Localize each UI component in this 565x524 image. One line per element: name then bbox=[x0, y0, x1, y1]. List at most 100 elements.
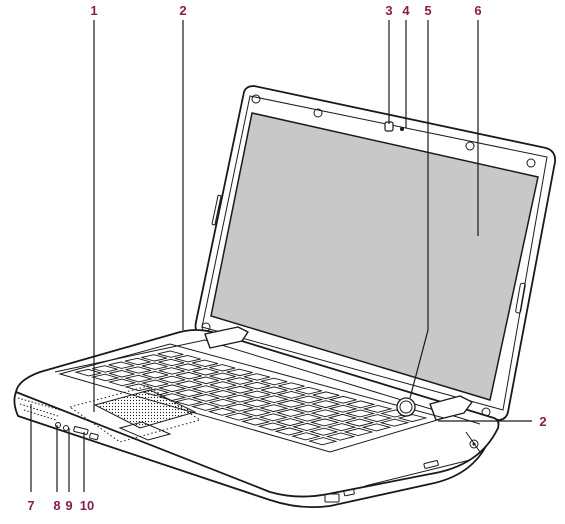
keyboard-key bbox=[192, 368, 219, 376]
keyboard-key bbox=[226, 368, 253, 377]
speaker-grille bbox=[17, 397, 61, 421]
keyboard-key bbox=[242, 390, 271, 399]
keyboard-key bbox=[242, 399, 272, 408]
keyboard-key bbox=[74, 368, 102, 377]
keyboard-key bbox=[209, 372, 236, 381]
callout-5: 5 bbox=[424, 3, 431, 18]
callout-9: 9 bbox=[65, 498, 72, 513]
keyboard-key bbox=[241, 417, 271, 426]
callout-7: 7 bbox=[27, 498, 34, 513]
bezel-screw bbox=[251, 94, 261, 104]
keyboard-key bbox=[293, 404, 324, 413]
keyboard-key bbox=[208, 390, 238, 398]
keyboard-key bbox=[158, 367, 185, 375]
keyboard-key bbox=[278, 382, 305, 390]
keyboard-key bbox=[190, 403, 221, 411]
hinge-left bbox=[204, 326, 249, 349]
keyboard-key bbox=[362, 414, 393, 423]
keyboard-key bbox=[276, 399, 307, 408]
keyboard-key bbox=[259, 395, 289, 403]
keyboard-key bbox=[141, 354, 168, 362]
callout-labels: 1 2 3 4 5 6 2 7 8 9 10 bbox=[27, 3, 546, 513]
keyboard-key bbox=[308, 427, 339, 436]
keyboard-key bbox=[174, 398, 204, 406]
keyboard-key bbox=[241, 408, 272, 417]
keyboard-key bbox=[157, 350, 184, 358]
keyboard-key bbox=[309, 418, 340, 427]
keyboard-key bbox=[209, 381, 237, 389]
keyboard-key bbox=[362, 405, 393, 413]
callout-8: 8 bbox=[53, 498, 60, 513]
keyboard-area bbox=[58, 343, 446, 453]
keyboard-key bbox=[225, 385, 254, 394]
hinge-right bbox=[429, 395, 473, 421]
leader-5 bbox=[409, 20, 429, 399]
bezel-screw bbox=[526, 158, 536, 168]
keyboard-key bbox=[157, 375, 186, 384]
keyboard-key bbox=[174, 355, 201, 363]
callout-2-top: 2 bbox=[179, 3, 186, 18]
keyboard-key bbox=[192, 376, 219, 385]
lcd-screen bbox=[210, 112, 539, 401]
keyboard-key bbox=[226, 377, 254, 385]
keyboard-key bbox=[361, 423, 392, 432]
keyboard-key bbox=[207, 407, 237, 416]
bezel-screw bbox=[465, 141, 475, 151]
keyboard-key bbox=[260, 377, 288, 386]
keyboard-key bbox=[344, 418, 375, 427]
keyboard-key bbox=[225, 394, 255, 403]
keyboard-key bbox=[291, 432, 321, 441]
usb-port-icon bbox=[324, 493, 340, 503]
keyboard-key bbox=[310, 409, 341, 418]
webcam-indicator bbox=[400, 127, 404, 131]
keyboard-key bbox=[208, 398, 238, 407]
keyboard-key bbox=[312, 391, 340, 400]
keyboard-key bbox=[142, 371, 169, 379]
power-jack bbox=[469, 439, 479, 449]
keyboard-key bbox=[175, 371, 202, 380]
front-slot bbox=[89, 432, 99, 441]
keyboard-key bbox=[107, 378, 137, 387]
keyboard-key bbox=[224, 412, 254, 421]
keyboard-key bbox=[140, 379, 169, 388]
keyboard-key bbox=[192, 359, 219, 367]
keyboard-key bbox=[125, 366, 152, 374]
keyboard-key bbox=[124, 357, 151, 366]
keyboard-key bbox=[174, 380, 203, 389]
keyboard-key bbox=[90, 373, 120, 382]
callout-1: 1 bbox=[90, 3, 97, 18]
display-lid bbox=[194, 85, 556, 421]
keyboard-key bbox=[257, 422, 288, 431]
callout-10: 10 bbox=[80, 498, 94, 513]
laptop-base bbox=[13, 326, 500, 509]
keyboard-key bbox=[191, 394, 221, 402]
keyboard-key bbox=[259, 404, 289, 413]
keyboard-key bbox=[345, 400, 376, 409]
touchpad-buttons bbox=[118, 421, 172, 441]
keyboard-keys bbox=[74, 350, 428, 446]
keyboard-key bbox=[327, 404, 358, 413]
keyboard-key bbox=[175, 363, 202, 371]
keyboard-key bbox=[158, 358, 185, 367]
keyboard-key bbox=[325, 432, 356, 441]
keyboard-key bbox=[328, 395, 357, 404]
card-slot bbox=[73, 426, 89, 435]
keyboard-key bbox=[276, 391, 307, 399]
keyboard-key bbox=[379, 418, 410, 427]
keyboard-key bbox=[92, 365, 118, 373]
keyboard-key bbox=[124, 374, 154, 383]
keyboard-key bbox=[307, 437, 338, 446]
keyboard-key bbox=[275, 418, 305, 427]
touchpad bbox=[93, 389, 197, 429]
keyboard-key bbox=[295, 386, 322, 395]
keyboard-key bbox=[108, 361, 135, 369]
lid-side-slot bbox=[211, 194, 222, 226]
callout-4: 4 bbox=[402, 3, 410, 18]
keyboard-key bbox=[258, 413, 289, 422]
keyboard-key bbox=[345, 409, 376, 418]
callout-6: 6 bbox=[474, 3, 481, 18]
keyboard-key bbox=[310, 400, 341, 409]
keyboard-key bbox=[174, 389, 204, 397]
keyboard-key bbox=[157, 384, 187, 393]
